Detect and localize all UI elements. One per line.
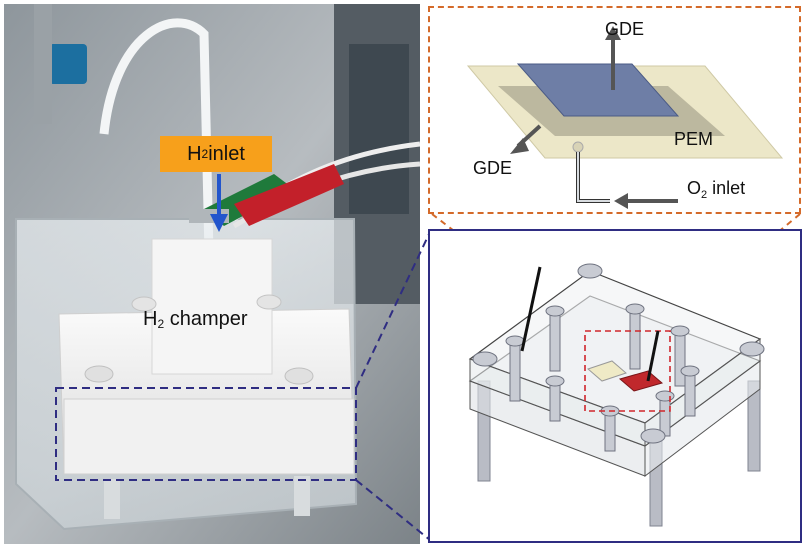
pem-label: PEM (674, 129, 713, 149)
cell-photo-drawing (4, 4, 420, 544)
electrode-piece (618, 370, 664, 392)
bolts (472, 263, 765, 452)
gde-front-layer (516, 63, 680, 117)
gde-left-label: GDE (473, 158, 512, 178)
assembly-drawing (468, 263, 765, 527)
photo-callout-rect (55, 387, 357, 481)
assembly-drawing-panel (428, 229, 802, 543)
membrane-schematic: GDE GDE PEM O2 inlet (466, 19, 784, 209)
o2-inlet-label: O2 inlet (687, 178, 745, 201)
gde-top-label: GDE (605, 19, 644, 39)
membrane-piece (587, 360, 627, 382)
membrane-schematic-panel: GDE GDE PEM O2 inlet (428, 6, 801, 214)
h2-champer-label: H2 champer (143, 308, 248, 331)
